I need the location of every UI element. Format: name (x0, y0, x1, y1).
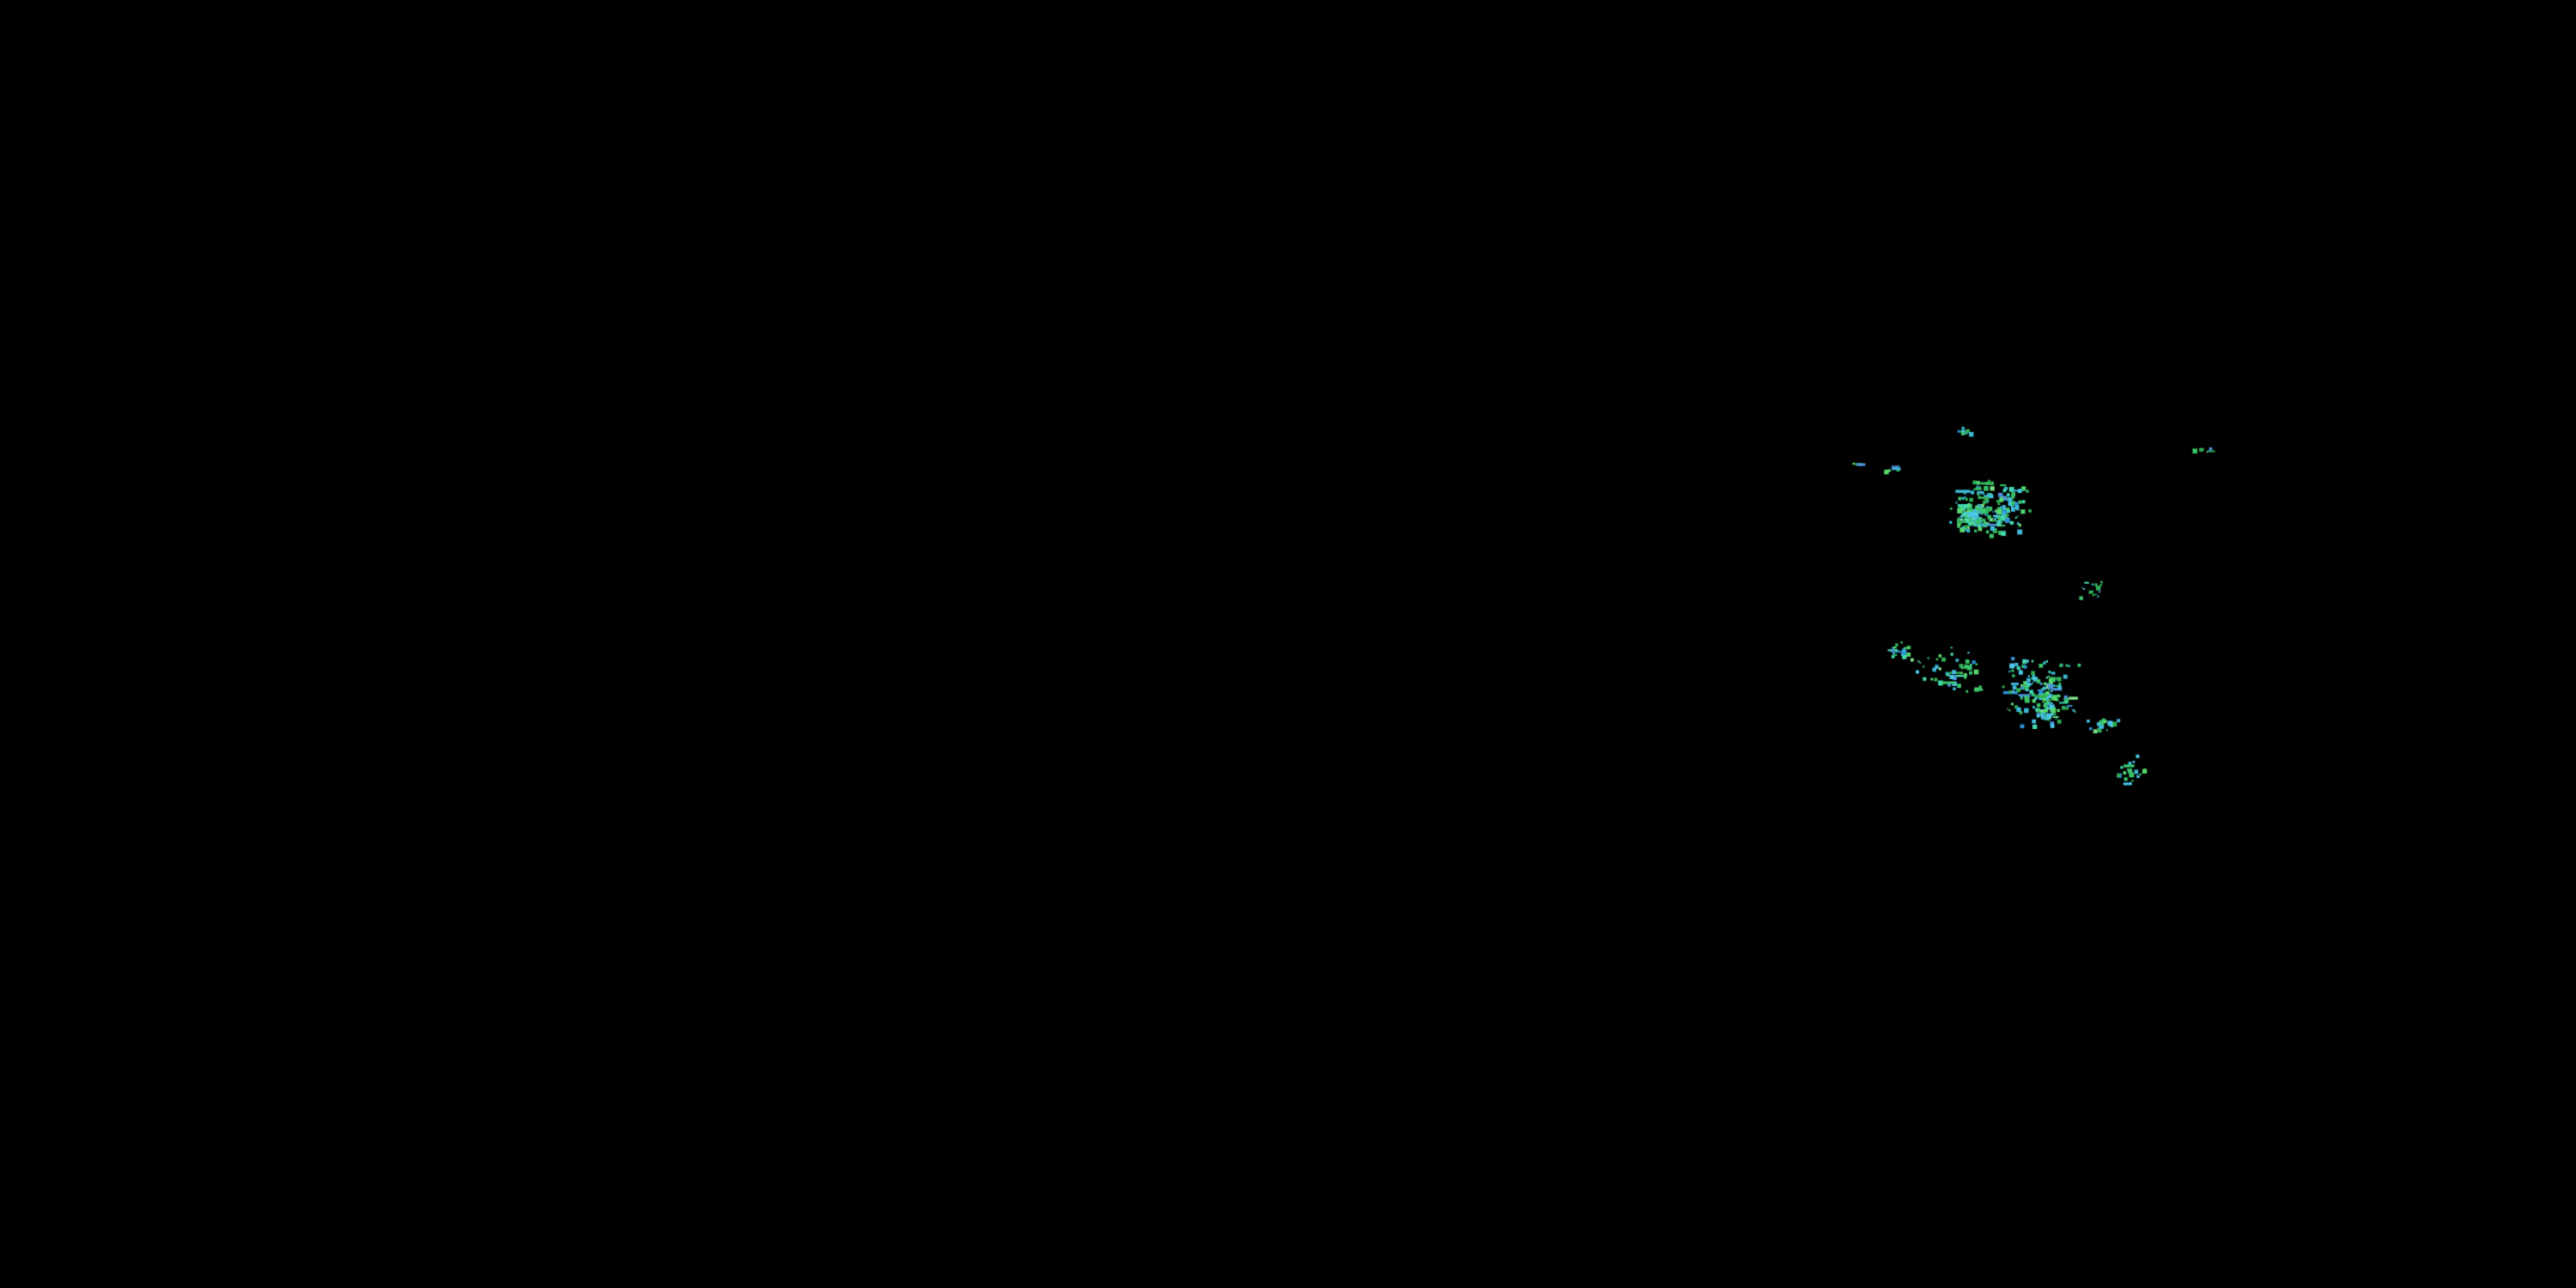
dark-satellite-scene (0, 0, 2576, 1288)
speckle-cluster-canvas (0, 0, 2576, 1288)
